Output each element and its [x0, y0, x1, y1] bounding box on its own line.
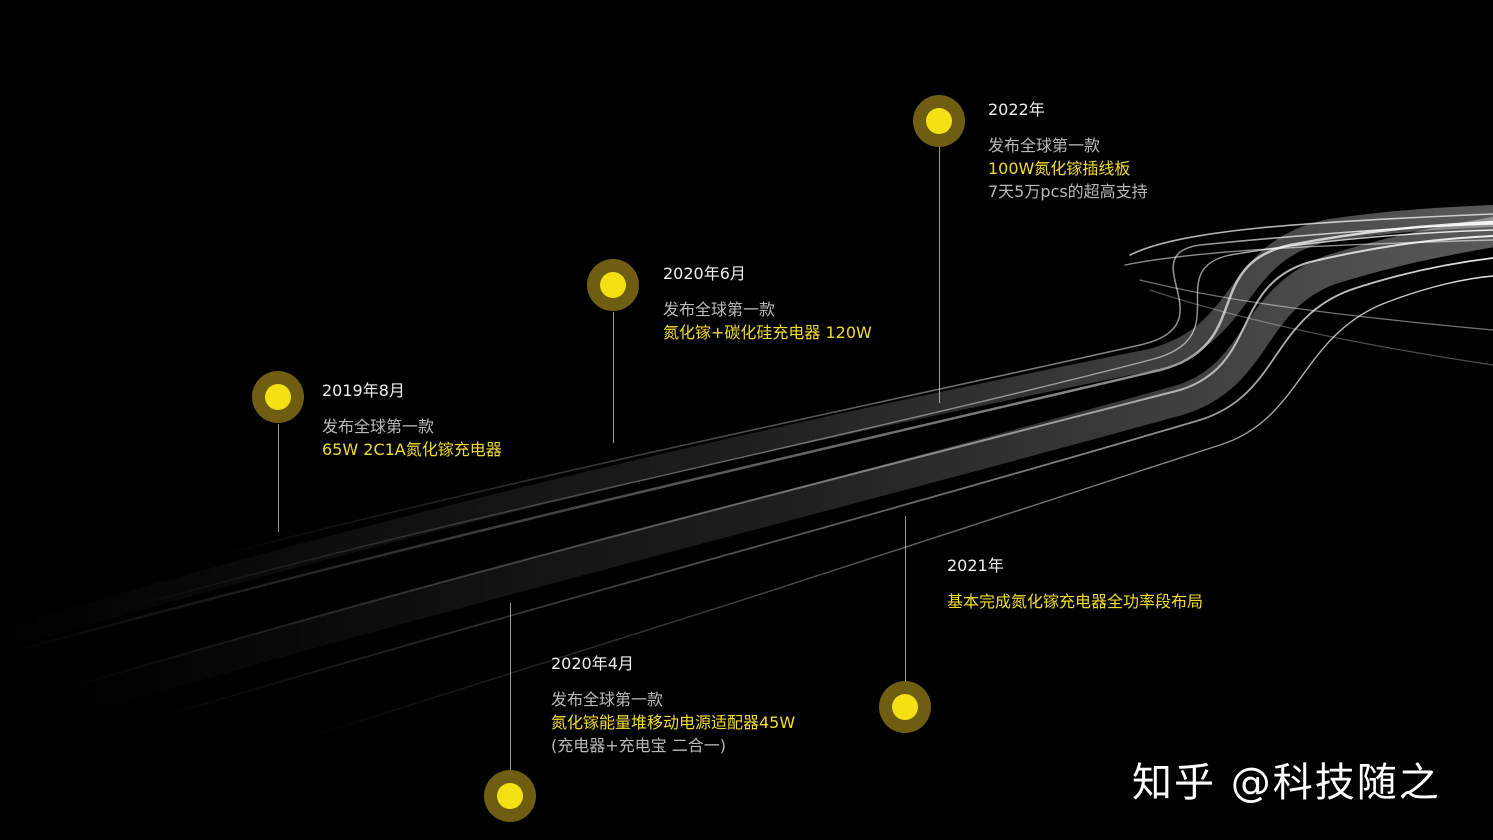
milestone-line: 发布全球第一款	[988, 136, 1101, 155]
milestone-2020-04: 2020年4月 发布全球第一款 氮化镓能量堆移动电源适配器45W (充电器+充电…	[551, 654, 795, 757]
milestone-date: 2021年	[947, 556, 1004, 575]
milestone-2022-node	[913, 95, 965, 147]
milestone-2022-stem	[939, 147, 940, 403]
milestone-2020-06-dot-icon	[600, 272, 626, 298]
milestone-2019-08-dot-icon	[265, 384, 291, 410]
milestone-2020-06-stem	[613, 312, 614, 443]
milestone-date: 2020年4月	[551, 654, 634, 673]
milestone-2021-stem	[905, 516, 906, 682]
milestone-line: 100W氮化镓插线板	[988, 159, 1131, 178]
milestone-2022-dot-icon	[926, 108, 952, 134]
milestone-line: 发布全球第一款	[663, 300, 776, 319]
milestone-line: 7天5万pcs的超高支持	[988, 182, 1148, 201]
milestone-2021-dot-icon	[892, 694, 918, 720]
milestone-date: 2022年	[988, 100, 1045, 119]
milestone-2019-08-node	[252, 371, 304, 423]
milestone-2020-04-node	[484, 770, 536, 822]
milestone-line: 发布全球第一款	[322, 417, 435, 436]
milestone-line: 氮化镓能量堆移动电源适配器45W	[551, 713, 796, 732]
milestone-line: 65W 2C1A氮化镓充电器	[322, 440, 502, 459]
milestone-2020-06: 2020年6月 发布全球第一款 氮化镓+碳化硅充电器 120W	[663, 264, 872, 344]
milestone-line: 基本完成氮化镓充电器全功率段布局	[947, 592, 1204, 611]
milestone-line: (充电器+充电宝 二合一)	[551, 736, 726, 755]
milestone-2021: 2021年 基本完成氮化镓充电器全功率段布局	[947, 556, 1203, 613]
milestone-2020-04-dot-icon	[497, 783, 523, 809]
milestone-2020-06-node	[587, 259, 639, 311]
milestone-2022: 2022年 发布全球第一款 100W氮化镓插线板 7天5万pcs的超高支持	[988, 100, 1148, 203]
milestone-date: 2020年6月	[663, 264, 746, 283]
milestone-line: 发布全球第一款	[551, 690, 664, 709]
milestone-2019-08: 2019年8月 发布全球第一款 65W 2C1A氮化镓充电器	[322, 381, 502, 461]
milestone-line: 氮化镓+碳化硅充电器 120W	[663, 323, 872, 342]
milestone-2021-node	[879, 681, 931, 733]
milestone-2020-04-stem	[510, 603, 511, 771]
milestone-date: 2019年8月	[322, 381, 405, 400]
zhihu-watermark: 知乎 @科技随之	[1132, 760, 1441, 806]
milestone-2019-08-stem	[278, 424, 279, 532]
